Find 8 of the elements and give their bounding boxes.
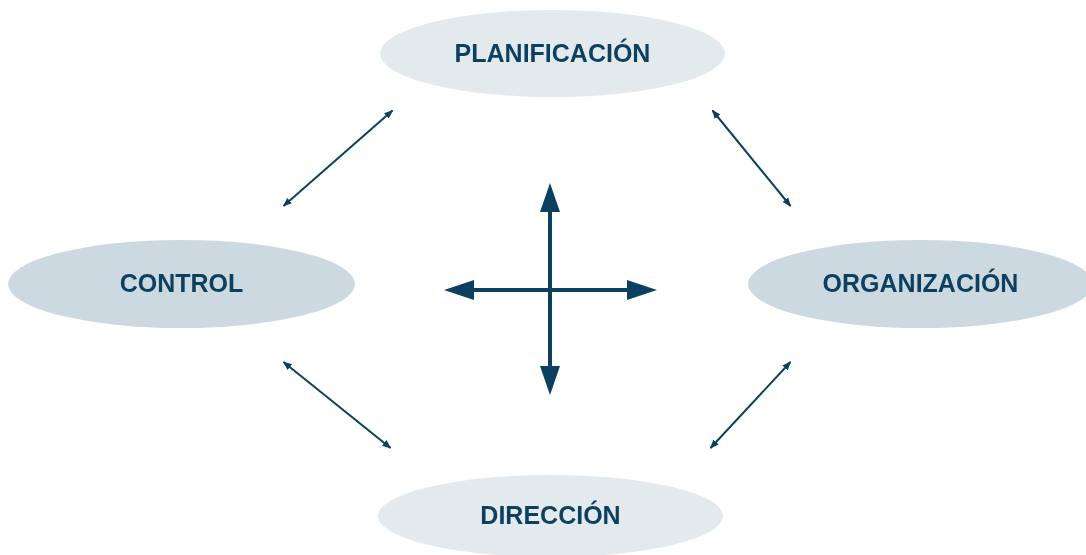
node-label: ORGANIZACIÓN (822, 267, 1019, 300)
double-arrow (711, 109, 792, 207)
double-arrow (709, 361, 792, 449)
node-label: CONTROL (119, 268, 244, 300)
double-arrow (282, 361, 392, 449)
node-label: PLANIFICACIÓN (454, 37, 651, 69)
double-arrow (282, 109, 394, 207)
node-label: DIRECCIÓN (480, 499, 621, 532)
